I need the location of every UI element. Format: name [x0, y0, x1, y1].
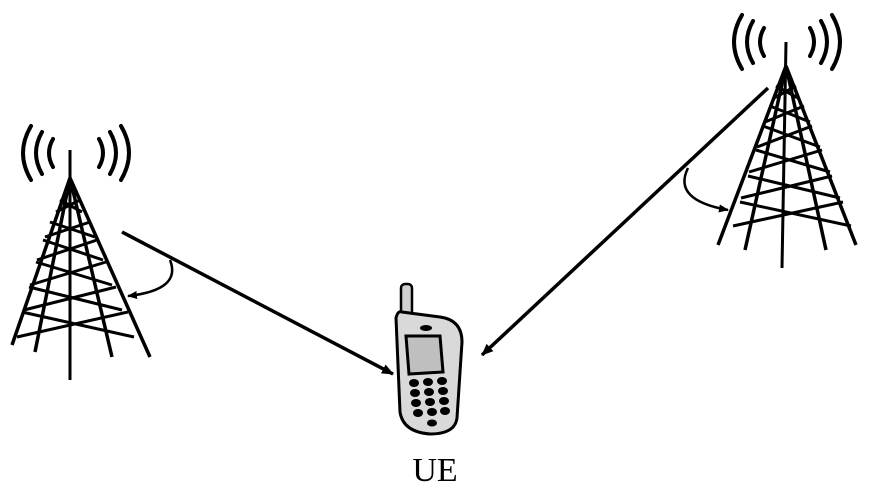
left-radio-waves-icon — [21, 124, 131, 182]
phone-keypad — [409, 377, 450, 427]
left-cell-tower-icon — [10, 124, 152, 380]
right-angle-arc — [683, 167, 729, 213]
right-radio-waves-icon — [732, 13, 842, 71]
ue-label: UE — [412, 452, 457, 489]
right-signal-line — [480, 86, 770, 357]
left-signal-line — [121, 230, 394, 376]
mobile-phone-icon — [394, 282, 464, 436]
right-cell-tower-icon — [716, 13, 858, 269]
left-angle-arc — [127, 259, 174, 299]
